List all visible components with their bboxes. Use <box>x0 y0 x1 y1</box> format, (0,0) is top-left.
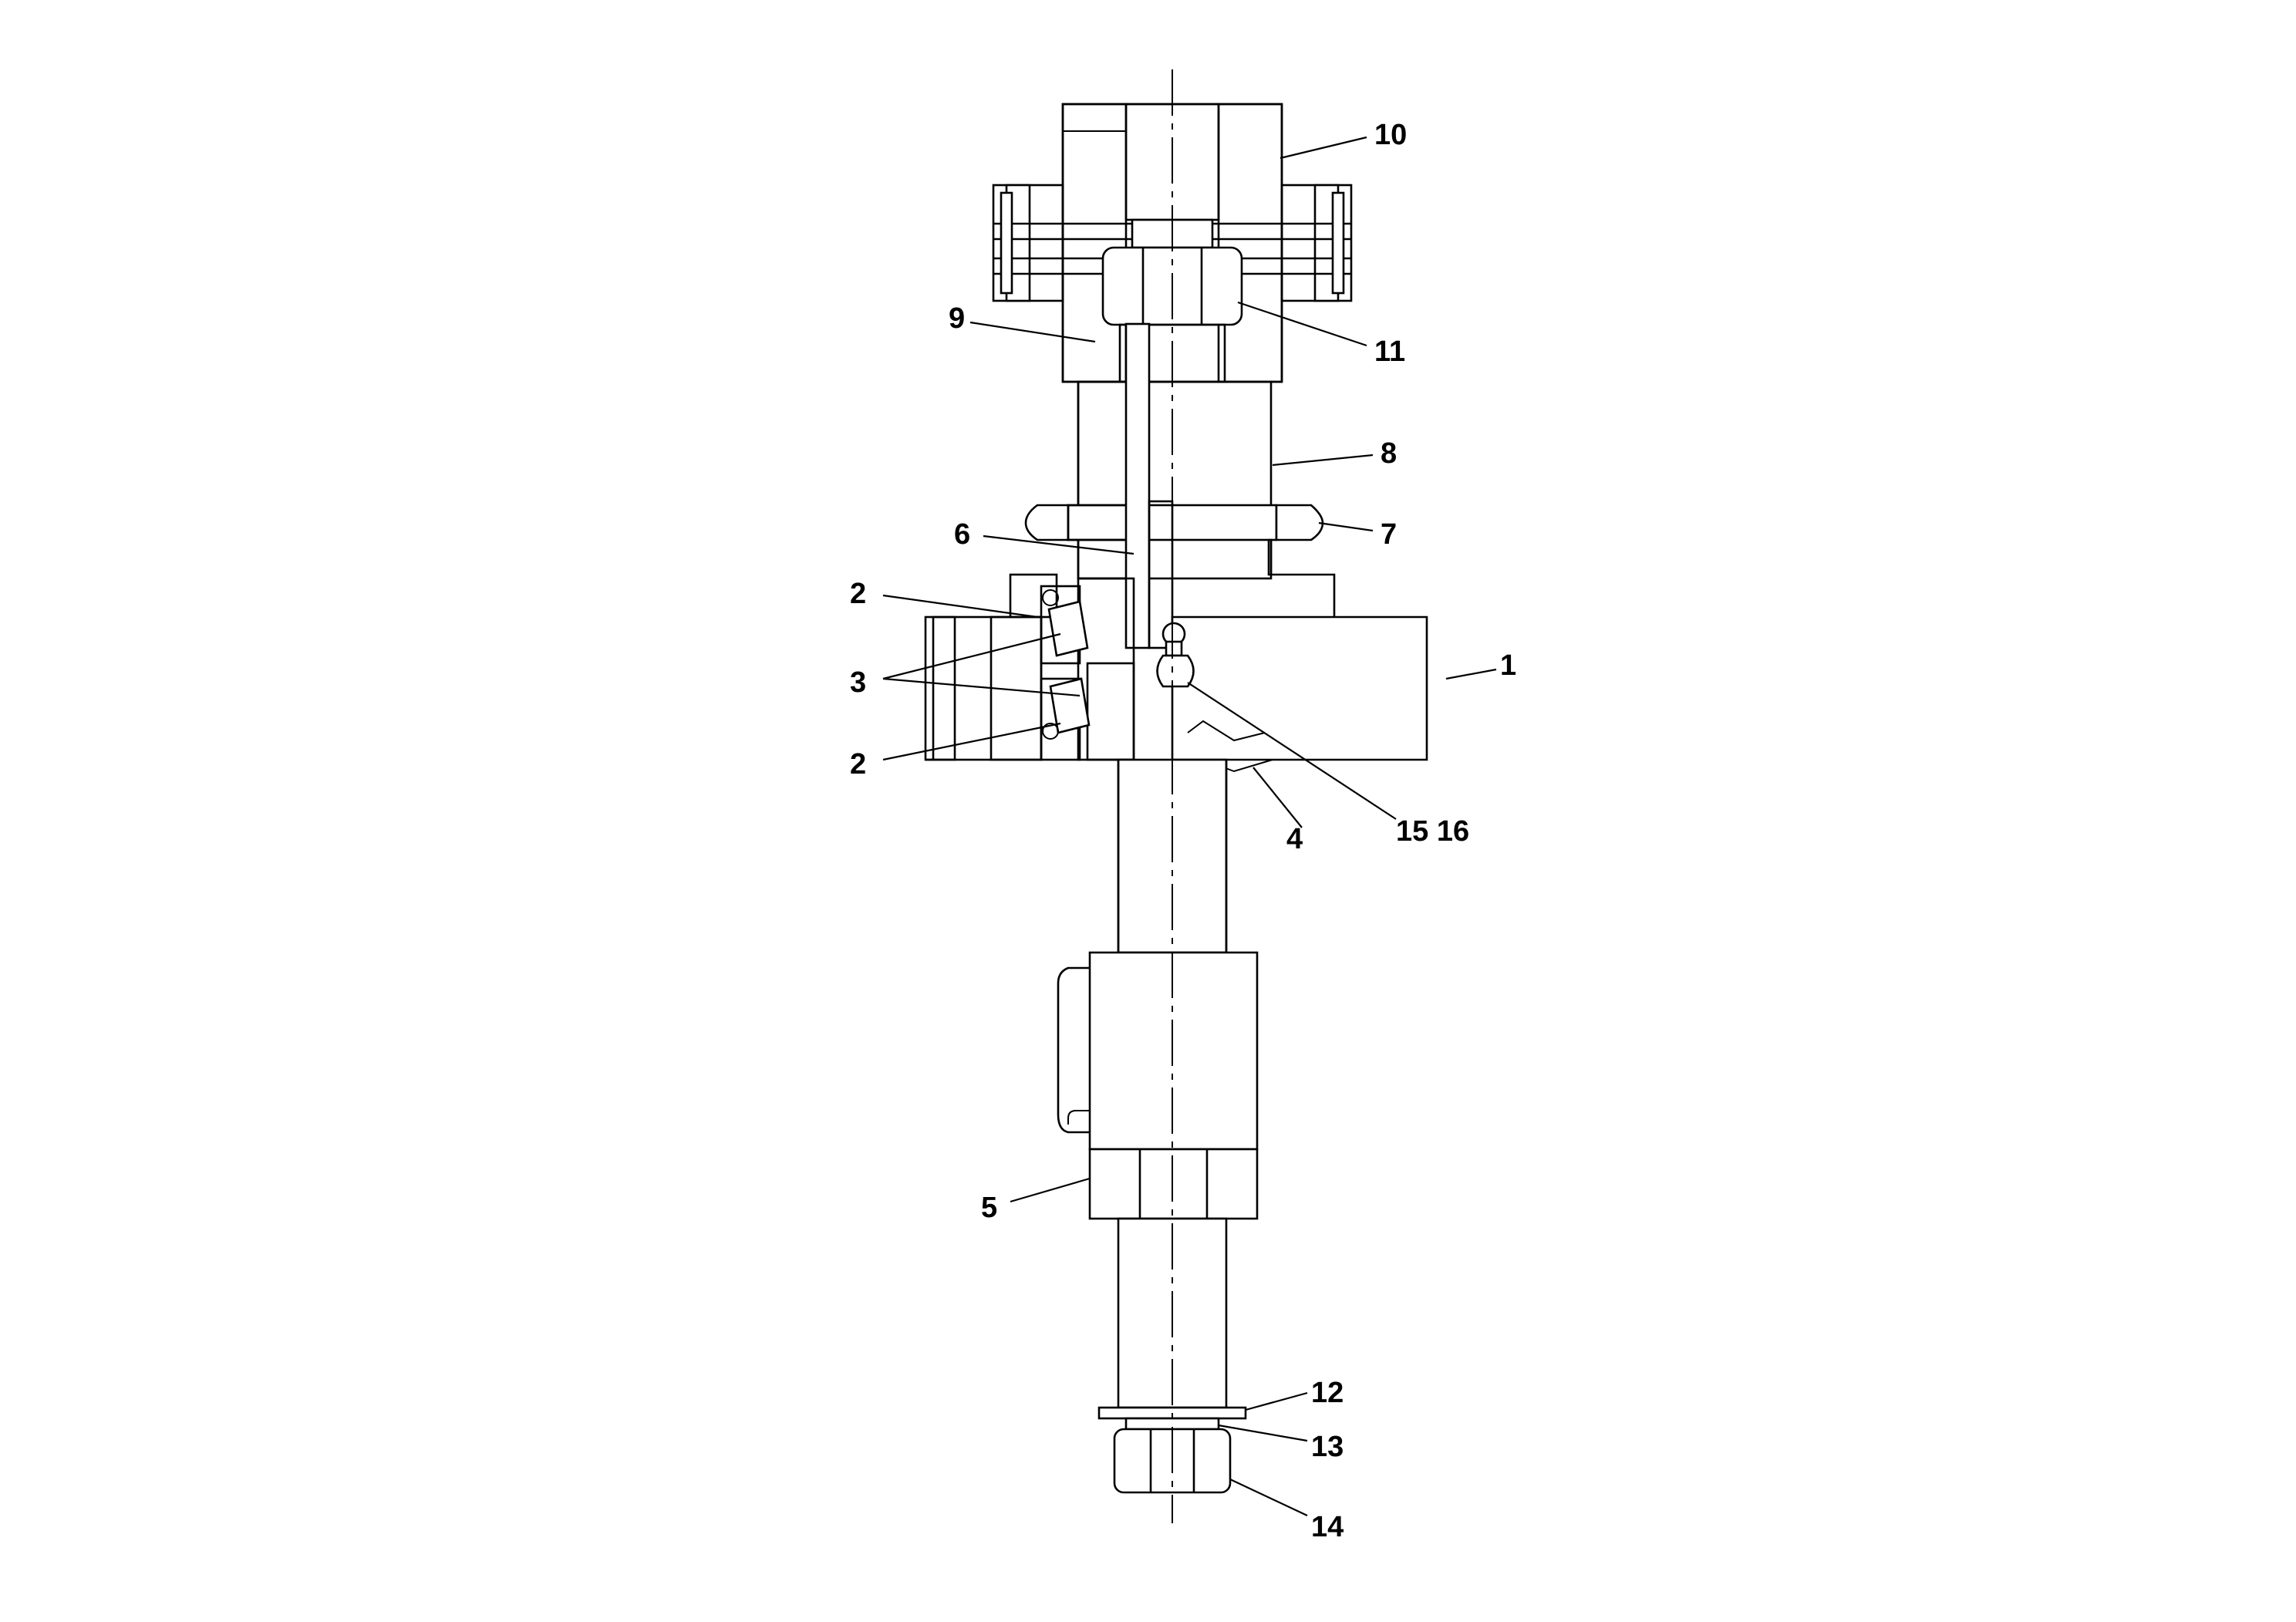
callout-14: 14 <box>1311 1511 1344 1543</box>
callout-12: 12 <box>1311 1377 1344 1409</box>
callout-6: 6 <box>954 518 970 551</box>
collar-7 <box>1024 504 1324 541</box>
callout-4: 4 <box>1286 823 1303 855</box>
bearing-housing <box>924 573 1058 761</box>
callout-15-16: 15 16 <box>1396 815 1469 848</box>
nut-block-5 <box>1057 951 1259 1220</box>
callout-8: 8 <box>1381 437 1397 470</box>
callout-2-lower: 2 <box>850 748 866 781</box>
callout-7: 7 <box>1381 518 1397 551</box>
bearing-lower <box>1040 677 1091 761</box>
housing-1 <box>1077 538 1428 773</box>
leader-lines <box>882 136 1497 1516</box>
callout-13: 13 <box>1311 1431 1344 1463</box>
callout-10: 10 <box>1374 119 1407 151</box>
shaft-6 <box>1124 322 1174 649</box>
coupling-flange <box>992 184 1353 302</box>
callout-5: 5 <box>981 1192 997 1224</box>
sleeve-8 <box>1077 380 1273 580</box>
grease-nipple <box>1156 622 1195 688</box>
bearing-upper <box>1040 585 1089 665</box>
callout-2-upper: 2 <box>850 578 866 610</box>
callout-3: 3 <box>850 666 866 699</box>
callout-11: 11 <box>1374 336 1405 368</box>
callout-9: 9 <box>949 302 965 335</box>
callout-1: 1 <box>1500 649 1516 682</box>
